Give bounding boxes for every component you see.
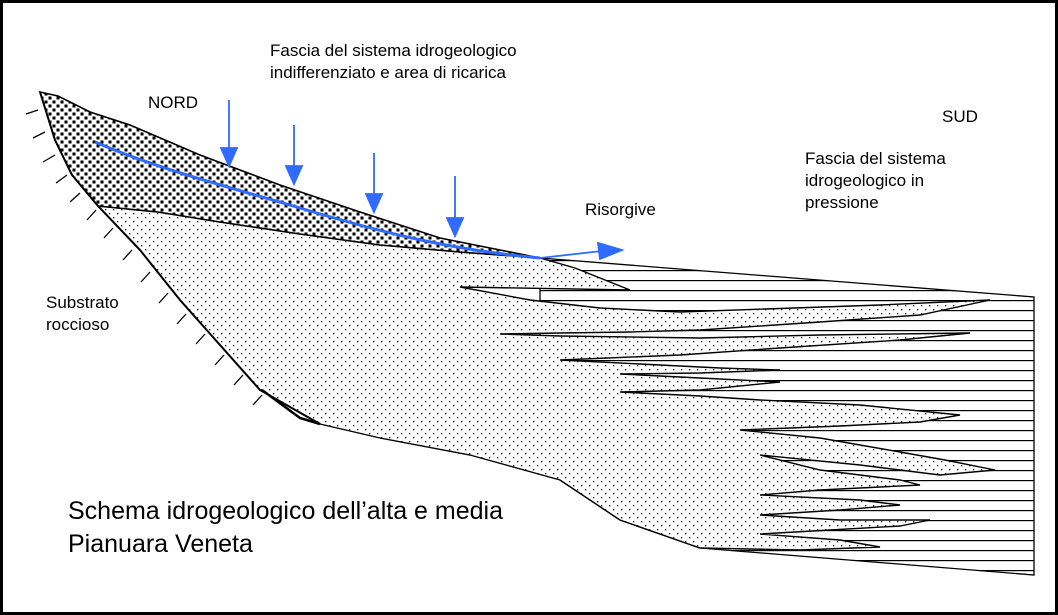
recharge-label-line2: indifferenziato e area di ricarica xyxy=(270,62,506,82)
springs-label: Risorgive xyxy=(585,200,656,219)
pressure-label-line1: Fascia del sistema xyxy=(805,149,946,168)
bedrock-label: Substrato roccioso xyxy=(46,292,119,336)
diagram-title: Schema idrogeologico dell’alta e media P… xyxy=(68,495,503,561)
spring-arrow-icon xyxy=(539,241,625,261)
pressure-label-line3: pressione xyxy=(805,192,879,212)
sand-layer xyxy=(96,205,996,551)
down-arrow-icon xyxy=(284,125,304,187)
bedrock-label-line2: roccioso xyxy=(46,314,110,334)
down-arrow-icon xyxy=(219,100,239,169)
water-table-line xyxy=(94,140,541,260)
recharge-zone-label: Fascia del sistema idrogeologico indiffe… xyxy=(270,40,517,84)
pressure-label-line2: idrogeologico in xyxy=(805,170,925,190)
infiltration-arrows xyxy=(219,100,465,239)
recharge-label-line1: Fascia del sistema idrogeologico xyxy=(270,41,517,60)
down-arrow-icon xyxy=(445,176,465,239)
bedrock-base xyxy=(261,388,321,426)
title-line2: Pianuara Veneta xyxy=(68,530,253,558)
title-line1: Schema idrogeologico dell’alta e media xyxy=(68,497,503,525)
bedrock-hatches xyxy=(25,109,263,406)
pressure-zone-label: Fascia del sistema idrogeologico in pres… xyxy=(805,148,946,213)
bedrock-label-line1: Substrato xyxy=(46,293,119,312)
south-label: SUD xyxy=(942,107,978,126)
north-label: NORD xyxy=(148,93,199,112)
bedrock-contact xyxy=(39,91,321,425)
down-arrow-icon xyxy=(364,153,384,215)
